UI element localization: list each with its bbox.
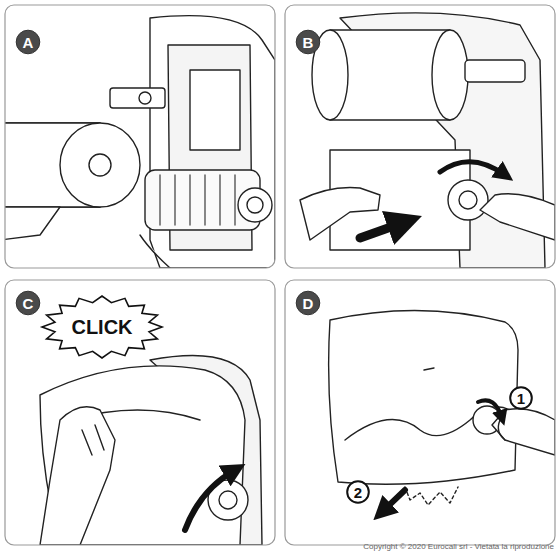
- panel-frames: [5, 5, 555, 545]
- step-letter: A: [15, 29, 41, 55]
- circle-shape: [296, 291, 320, 315]
- circle-shape: [16, 291, 40, 315]
- callout-number: 1: [509, 386, 533, 410]
- copyright-note: Copyright © 2020 Eurocali srl - Vietata …: [363, 542, 554, 551]
- circle-shape: [510, 387, 532, 409]
- node-text: A: [23, 35, 34, 50]
- panel-b-art: [300, 13, 555, 268]
- node-text: CLICK: [71, 317, 132, 337]
- node-text: 1: [517, 391, 525, 406]
- step-letter: B: [295, 29, 321, 55]
- circle-shape: [296, 30, 320, 54]
- burst-shape: [42, 296, 162, 358]
- step-letter: D: [295, 290, 321, 316]
- callout-number: 2: [346, 480, 370, 504]
- circle-shape: [347, 481, 369, 503]
- step-letter: C: [15, 290, 41, 316]
- click-burst: CLICK: [41, 295, 163, 359]
- node-text: D: [303, 296, 314, 311]
- panel-d-art: [329, 310, 555, 505]
- circle-shape: [16, 30, 40, 54]
- node-text: C: [23, 296, 34, 311]
- node-text: B: [303, 35, 314, 50]
- node-text: 2: [354, 485, 362, 500]
- panel-a-art: [5, 16, 275, 268]
- panel-c-art: [40, 356, 262, 546]
